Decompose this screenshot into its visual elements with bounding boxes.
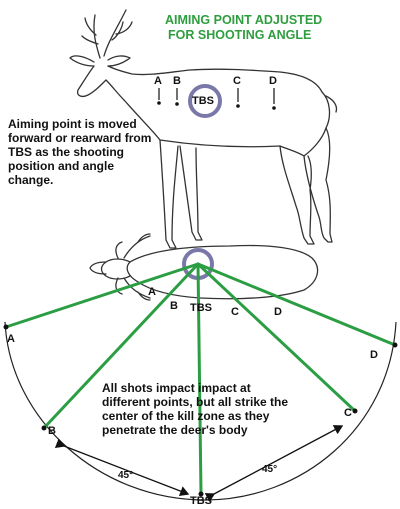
side-marker-a: A [154,75,162,87]
shooter-label-c: C [344,407,352,419]
side-dot-d [272,106,276,110]
deer-top-view [89,233,319,301]
explanation-line-3: TBS as the shooting [8,145,124,159]
impact-label-c: C [231,306,239,318]
shot-line-c [196,262,357,413]
angle-label-left: 45° [118,470,133,481]
shooter-dot-d [392,342,398,348]
angle-label-right: 45° [262,464,277,475]
shooter-label-tbs: TBS [190,495,212,507]
shot-line-b [42,262,200,430]
shooter-label-d: D [370,349,378,361]
impact-label-a: A [148,286,156,298]
shooter-dot-a [3,324,9,330]
shooter-dot-tbs [198,491,204,497]
impact-label-tbs: TBS [190,302,212,314]
shooter-dot-c [352,408,358,414]
angle-arrow-left [54,438,190,497]
side-dot-c [236,104,240,108]
title-line-1: AIMING POINT ADJUSTED [165,13,322,27]
shooter-label-b: B [48,425,56,437]
deer-side-view [69,9,338,249]
kill-zone-circle-side [188,84,222,118]
explanation-line-4: position and angle [8,159,114,173]
note-line-4: penetrate the deer's body [102,423,248,437]
impact-label-d: D [274,306,282,318]
shot-line-tbs [196,262,203,496]
shot-line-a [4,262,200,329]
explanation-line-1: Aiming point is moved [8,117,137,131]
shooter-label-a: A [7,333,15,345]
side-marker-d: D [269,75,277,87]
side-marker-tbs: TBS [192,95,214,107]
impact-label-b: B [170,300,178,312]
side-marker-b: B [173,75,181,87]
note-line-3: center of the kill zone as they [102,409,270,423]
shooter-dot-b [41,425,47,431]
note-line-2: different points, but all strike the [102,395,288,409]
explanation-line-2: forward or rearward from [8,131,151,145]
note-line-1: All shots impact impact at [102,381,251,395]
shot-line-d [196,262,397,347]
side-dot-b [175,102,179,106]
side-marker-c: C [233,75,241,87]
side-dot-a [157,101,161,105]
title-line-2: FOR SHOOTING ANGLE [168,28,311,42]
angle-arrow-right [204,425,344,503]
explanation-line-5: change. [8,173,53,187]
